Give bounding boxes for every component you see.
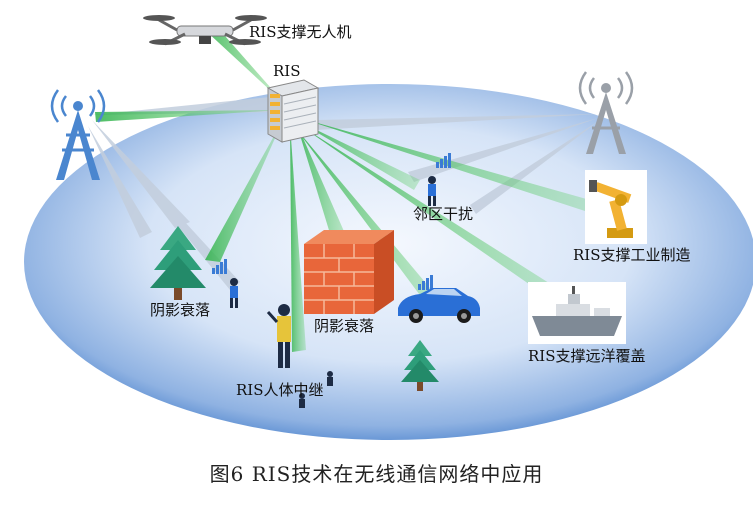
gray-beams bbox=[88, 96, 600, 290]
base-station-right-icon bbox=[578, 71, 634, 154]
label-ocean: RIS支撑远洋覆盖 bbox=[528, 347, 646, 365]
base-station-left-icon bbox=[50, 89, 106, 180]
ship-icon bbox=[528, 282, 626, 344]
label-drone: RIS支撑无人机 bbox=[249, 23, 352, 41]
figure-caption: 图6 RIS技术在无线通信网络中应用 bbox=[209, 462, 544, 486]
label-neighbor-interference: 邻区干扰 bbox=[413, 205, 474, 223]
brick-wall-icon bbox=[304, 230, 394, 314]
label-ris: RIS bbox=[273, 62, 301, 80]
label-shadow-fading-center: 阴影衰落 bbox=[314, 317, 375, 335]
label-shadow-fading-left: 阴影衰落 bbox=[150, 301, 211, 319]
signal-bars-icon bbox=[212, 259, 227, 274]
signal-bars-icon bbox=[418, 275, 433, 290]
person-icon bbox=[266, 304, 291, 368]
tree-left-icon bbox=[150, 226, 206, 300]
car-icon bbox=[398, 288, 480, 323]
label-human-relay: RIS人体中继 bbox=[236, 381, 324, 399]
drone-icon bbox=[143, 15, 267, 46]
signal-bars-icon bbox=[436, 153, 451, 168]
ris-panel-icon bbox=[266, 79, 320, 143]
person-icon bbox=[299, 393, 305, 408]
tree-right-icon bbox=[401, 340, 439, 391]
person-icon bbox=[327, 371, 333, 386]
robot-arm-icon bbox=[585, 170, 647, 244]
label-industry: RIS支撑工业制造 bbox=[573, 246, 691, 264]
person-icon bbox=[230, 278, 238, 308]
person-icon bbox=[428, 176, 436, 206]
